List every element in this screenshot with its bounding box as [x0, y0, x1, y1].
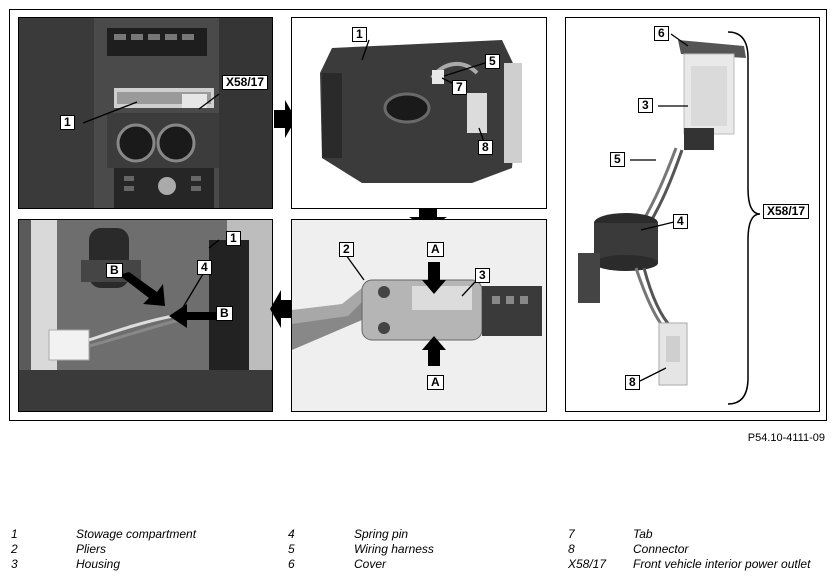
- legend-text: Front vehicle interior power outlet: [633, 557, 811, 571]
- callout-8: 8: [625, 375, 640, 390]
- panel-console-overview: 1 X58/17: [18, 17, 273, 209]
- legend-text: Connector: [633, 542, 689, 556]
- callout-5: 5: [610, 152, 625, 167]
- legend-text: Spring pin: [354, 527, 409, 541]
- legend-text: Wiring harness: [354, 542, 434, 556]
- legend-num: 4: [288, 527, 295, 541]
- legend-text: Cover: [354, 557, 387, 571]
- panel-compartment-wiring: 1 5 7 8: [291, 17, 547, 209]
- callout-x58-17: X58/17: [222, 75, 269, 90]
- legend-text: Stowage compartment: [76, 527, 197, 541]
- callout-2: 2: [339, 242, 354, 257]
- legend-num: 7: [568, 527, 575, 541]
- callout-7: 7: [452, 80, 467, 95]
- legend-num: 3: [11, 557, 18, 571]
- callout-6: 6: [654, 26, 669, 41]
- callout-x58-17: X58/17: [763, 204, 810, 219]
- callout-1: 1: [226, 231, 241, 246]
- panel-power-outlet: 6 3 5 4 X58/17 8: [565, 17, 820, 412]
- legend-num: 5: [288, 542, 295, 556]
- step-arrow-left-icon: [270, 290, 292, 328]
- step-arrow-right-icon: [274, 100, 296, 138]
- callout-5: 5: [485, 54, 500, 69]
- compartment-photo: [292, 18, 546, 208]
- callout-1: 1: [60, 115, 75, 130]
- legend-text: Housing: [76, 557, 121, 571]
- callout-a: A: [427, 375, 444, 390]
- legend-num: 1: [11, 527, 18, 541]
- callout-4: 4: [197, 260, 212, 275]
- panel-pliers-removal: 2 3 A A: [291, 219, 547, 412]
- figure-frame: [9, 9, 827, 421]
- callout-3: 3: [638, 98, 653, 113]
- legend-num: 6: [288, 557, 295, 571]
- legend-text: Pliers: [76, 542, 107, 556]
- legend-num: 8: [568, 542, 575, 556]
- legend-num: 2: [11, 542, 18, 556]
- panel-compartment-rear: 1 4 B B: [18, 219, 273, 412]
- compartment-rear-photo: [19, 220, 272, 411]
- console-photo: [19, 18, 272, 208]
- callout-1: 1: [352, 27, 367, 42]
- callout-b: B: [106, 263, 123, 278]
- legend-num: X58/17: [568, 557, 607, 571]
- figure-reference: P54.10-4111-09: [747, 432, 825, 444]
- pliers-photo: [292, 220, 546, 411]
- callout-4: 4: [673, 214, 688, 229]
- callout-8: 8: [478, 140, 493, 155]
- legend-text: Tab: [633, 527, 653, 541]
- callout-3: 3: [475, 268, 490, 283]
- callout-b: B: [216, 306, 233, 321]
- callout-a: A: [427, 242, 444, 257]
